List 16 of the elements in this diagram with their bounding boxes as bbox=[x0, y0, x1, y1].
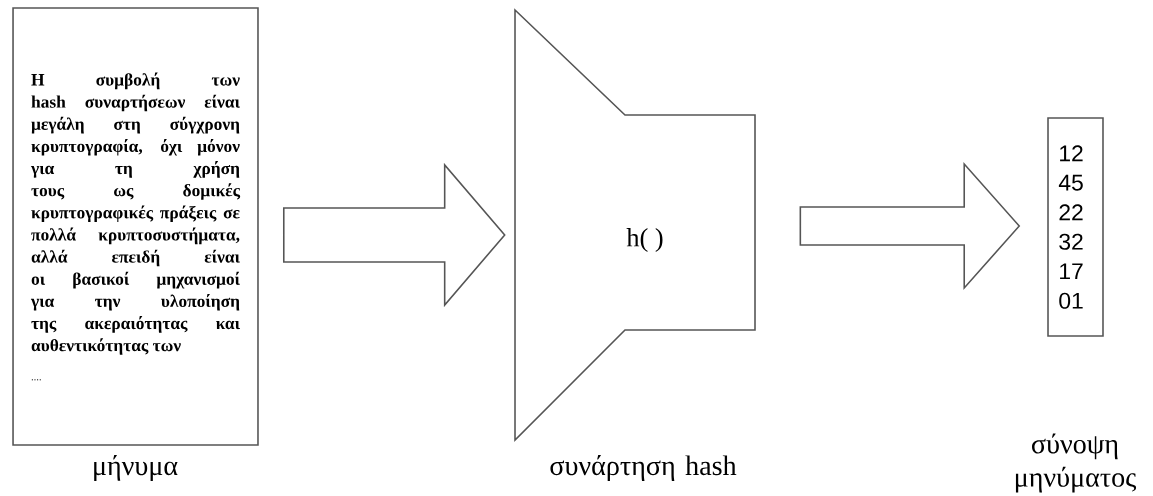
node-label: μήνυμα bbox=[94, 455, 178, 481]
text-box bbox=[12, 7, 259, 446]
block-arrow bbox=[283, 162, 506, 308]
digest-value: 32 bbox=[1059, 233, 1083, 250]
digest-value: 45 bbox=[1058, 174, 1083, 191]
node-label: σύνοψη μηνύματος bbox=[1015, 433, 1137, 493]
ellipsis: .... bbox=[31, 379, 41, 381]
block-arrow bbox=[799, 161, 1021, 291]
digest-value: 22 bbox=[1059, 204, 1083, 221]
digest-value: 17 bbox=[1060, 263, 1083, 280]
node-label: συνάρτηση hash bbox=[550, 455, 737, 481]
paragraph: Η συμβολή των hash συναρτήσεων είναι μεγάλη στη σύγχρονη κρυπτογραφία, όχι μόνον για τη χρήση τους ως δομικές κρυπτογραφικές πράξεις σε πολλά κρυπτοσυστήματα, αλλά επειδή είναι οι βασικοί μηχανισμοί για την υλοποίηση της ακεραιότητας και αυθεντικότητας των bbox=[30, 72, 241, 355]
digest-value: 01 bbox=[1059, 292, 1083, 309]
function-label: h( ) bbox=[626, 228, 663, 252]
digest-box bbox=[1047, 117, 1104, 337]
digest-value: 12 bbox=[1060, 145, 1083, 162]
